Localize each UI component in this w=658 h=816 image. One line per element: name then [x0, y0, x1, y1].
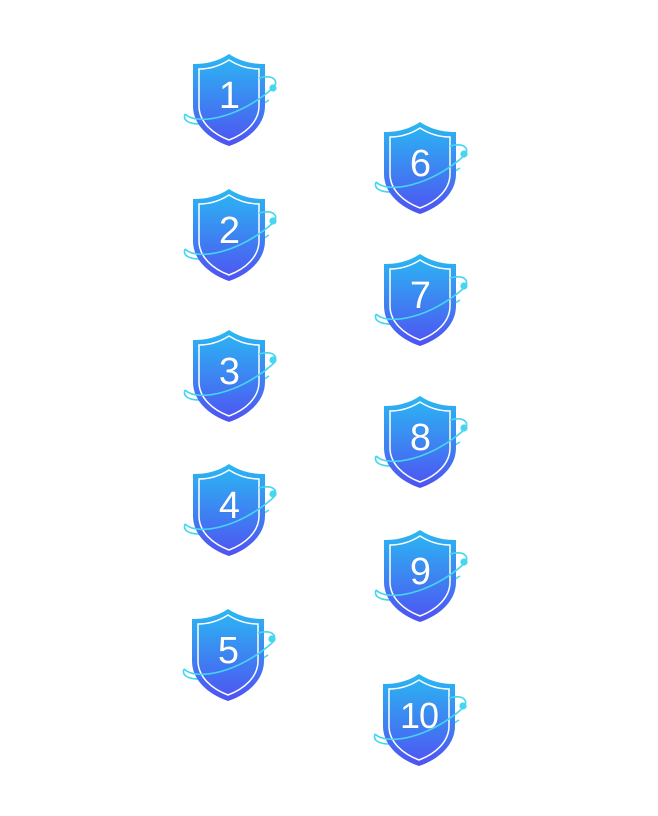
badge-number: 9	[409, 551, 431, 593]
shield-badge-9: 9	[368, 524, 472, 628]
shield-orbit-icon	[182, 609, 276, 701]
badge-number: 4	[218, 485, 240, 527]
shield-orbit-icon	[374, 122, 468, 214]
badge-number: 5	[217, 630, 239, 672]
shield-orbit-icon	[183, 330, 277, 422]
shield-badge-1: 1	[177, 48, 281, 152]
badge-number: 2	[218, 210, 240, 252]
badge-number: 8	[409, 417, 431, 459]
shield-badge-4: 4	[177, 458, 281, 562]
badge-number: 6	[409, 143, 431, 185]
shield-orbit-icon	[374, 254, 468, 346]
shield-orbit-icon	[183, 464, 277, 556]
shield-badge-6: 6	[368, 116, 472, 220]
badge-number: 3	[218, 351, 240, 393]
shield-orbit-icon	[373, 674, 467, 766]
shield-orbit-icon	[183, 54, 277, 146]
shield-badge-2: 2	[177, 183, 281, 287]
shield-orbit-icon	[183, 189, 277, 281]
shield-orbit-icon	[374, 396, 468, 488]
badge-number: 1	[218, 75, 240, 117]
shield-badge-5: 5	[176, 603, 280, 707]
badge-number: 7	[409, 275, 431, 317]
badge-number: 10	[399, 695, 439, 736]
shield-badge-3: 3	[177, 324, 281, 428]
shield-orbit-icon	[374, 530, 468, 622]
shield-badge-10: 10	[367, 668, 471, 772]
shield-badge-8: 8	[368, 390, 472, 494]
shield-badge-7: 7	[368, 248, 472, 352]
